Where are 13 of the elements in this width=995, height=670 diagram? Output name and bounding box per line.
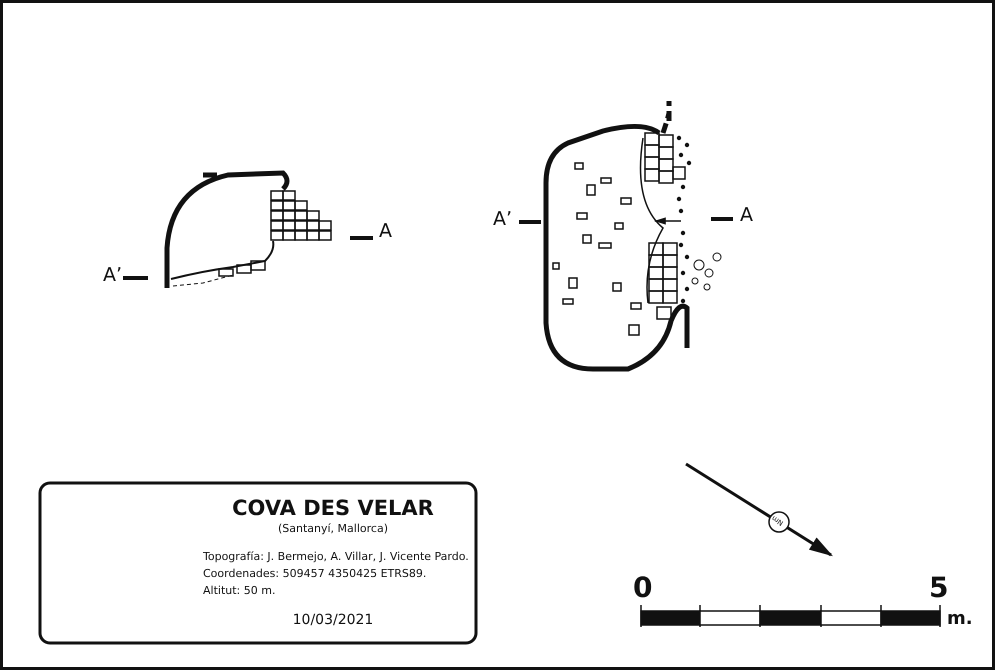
section-label: A’ bbox=[103, 265, 122, 286]
survey-credits: Topografía: J. Bermejo, A. Villar, J. Vicente Pardo. bbox=[203, 551, 469, 564]
scale-unit: m. bbox=[947, 609, 973, 629]
altitude-text: Altitut: 50 m. bbox=[203, 585, 276, 598]
survey-date: 10/03/2021 bbox=[292, 613, 374, 628]
location-text: (Santanyí, Mallorca) bbox=[276, 523, 389, 536]
section-label: A’ bbox=[493, 209, 512, 230]
coordinates-text: Coordenades: 509457 4350425 ETRS89. bbox=[203, 568, 426, 580]
section-label: A bbox=[740, 205, 753, 226]
scale-number: 0 bbox=[633, 573, 652, 604]
section-label: A bbox=[379, 221, 392, 242]
map-title: COVA DES VELAR bbox=[231, 497, 435, 520]
scale-number: 5 bbox=[929, 573, 948, 604]
